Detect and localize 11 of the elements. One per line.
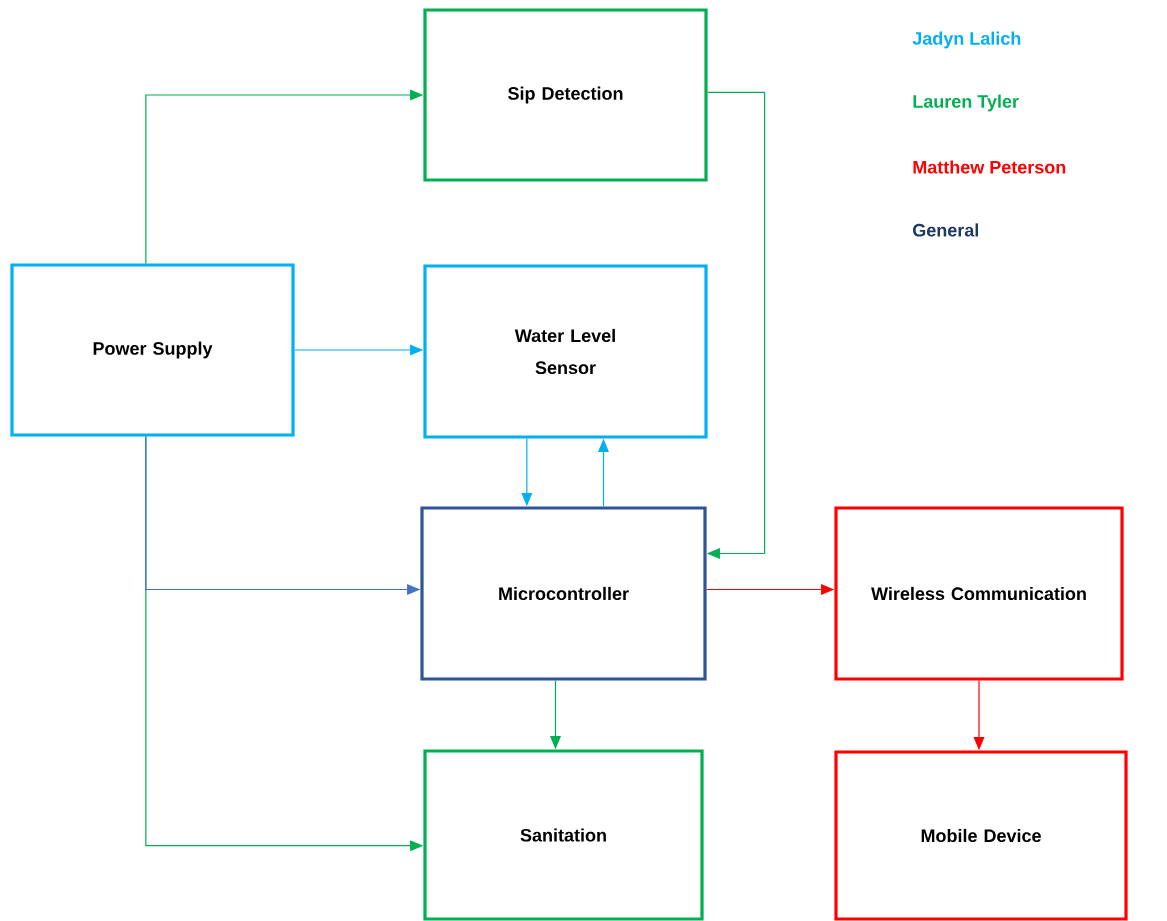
legend-entry: Lauren Tyler bbox=[913, 94, 1019, 112]
block-box: Sip Detection bbox=[423, 8, 708, 182]
block-box: Sanitation bbox=[423, 749, 704, 921]
block-box: Mobile Device bbox=[834, 750, 1128, 921]
block-box: Water Level Sensor bbox=[423, 264, 708, 439]
legend-entry: Matthew Peterson bbox=[913, 160, 1066, 174]
legend-entry: General bbox=[913, 223, 979, 237]
block-box: Wireless Communication bbox=[834, 506, 1124, 681]
block-box: Power Supply bbox=[10, 263, 295, 437]
block-box: Microcontroller bbox=[420, 506, 707, 681]
legend-entry: Jadyn Lalich bbox=[912, 31, 1021, 49]
